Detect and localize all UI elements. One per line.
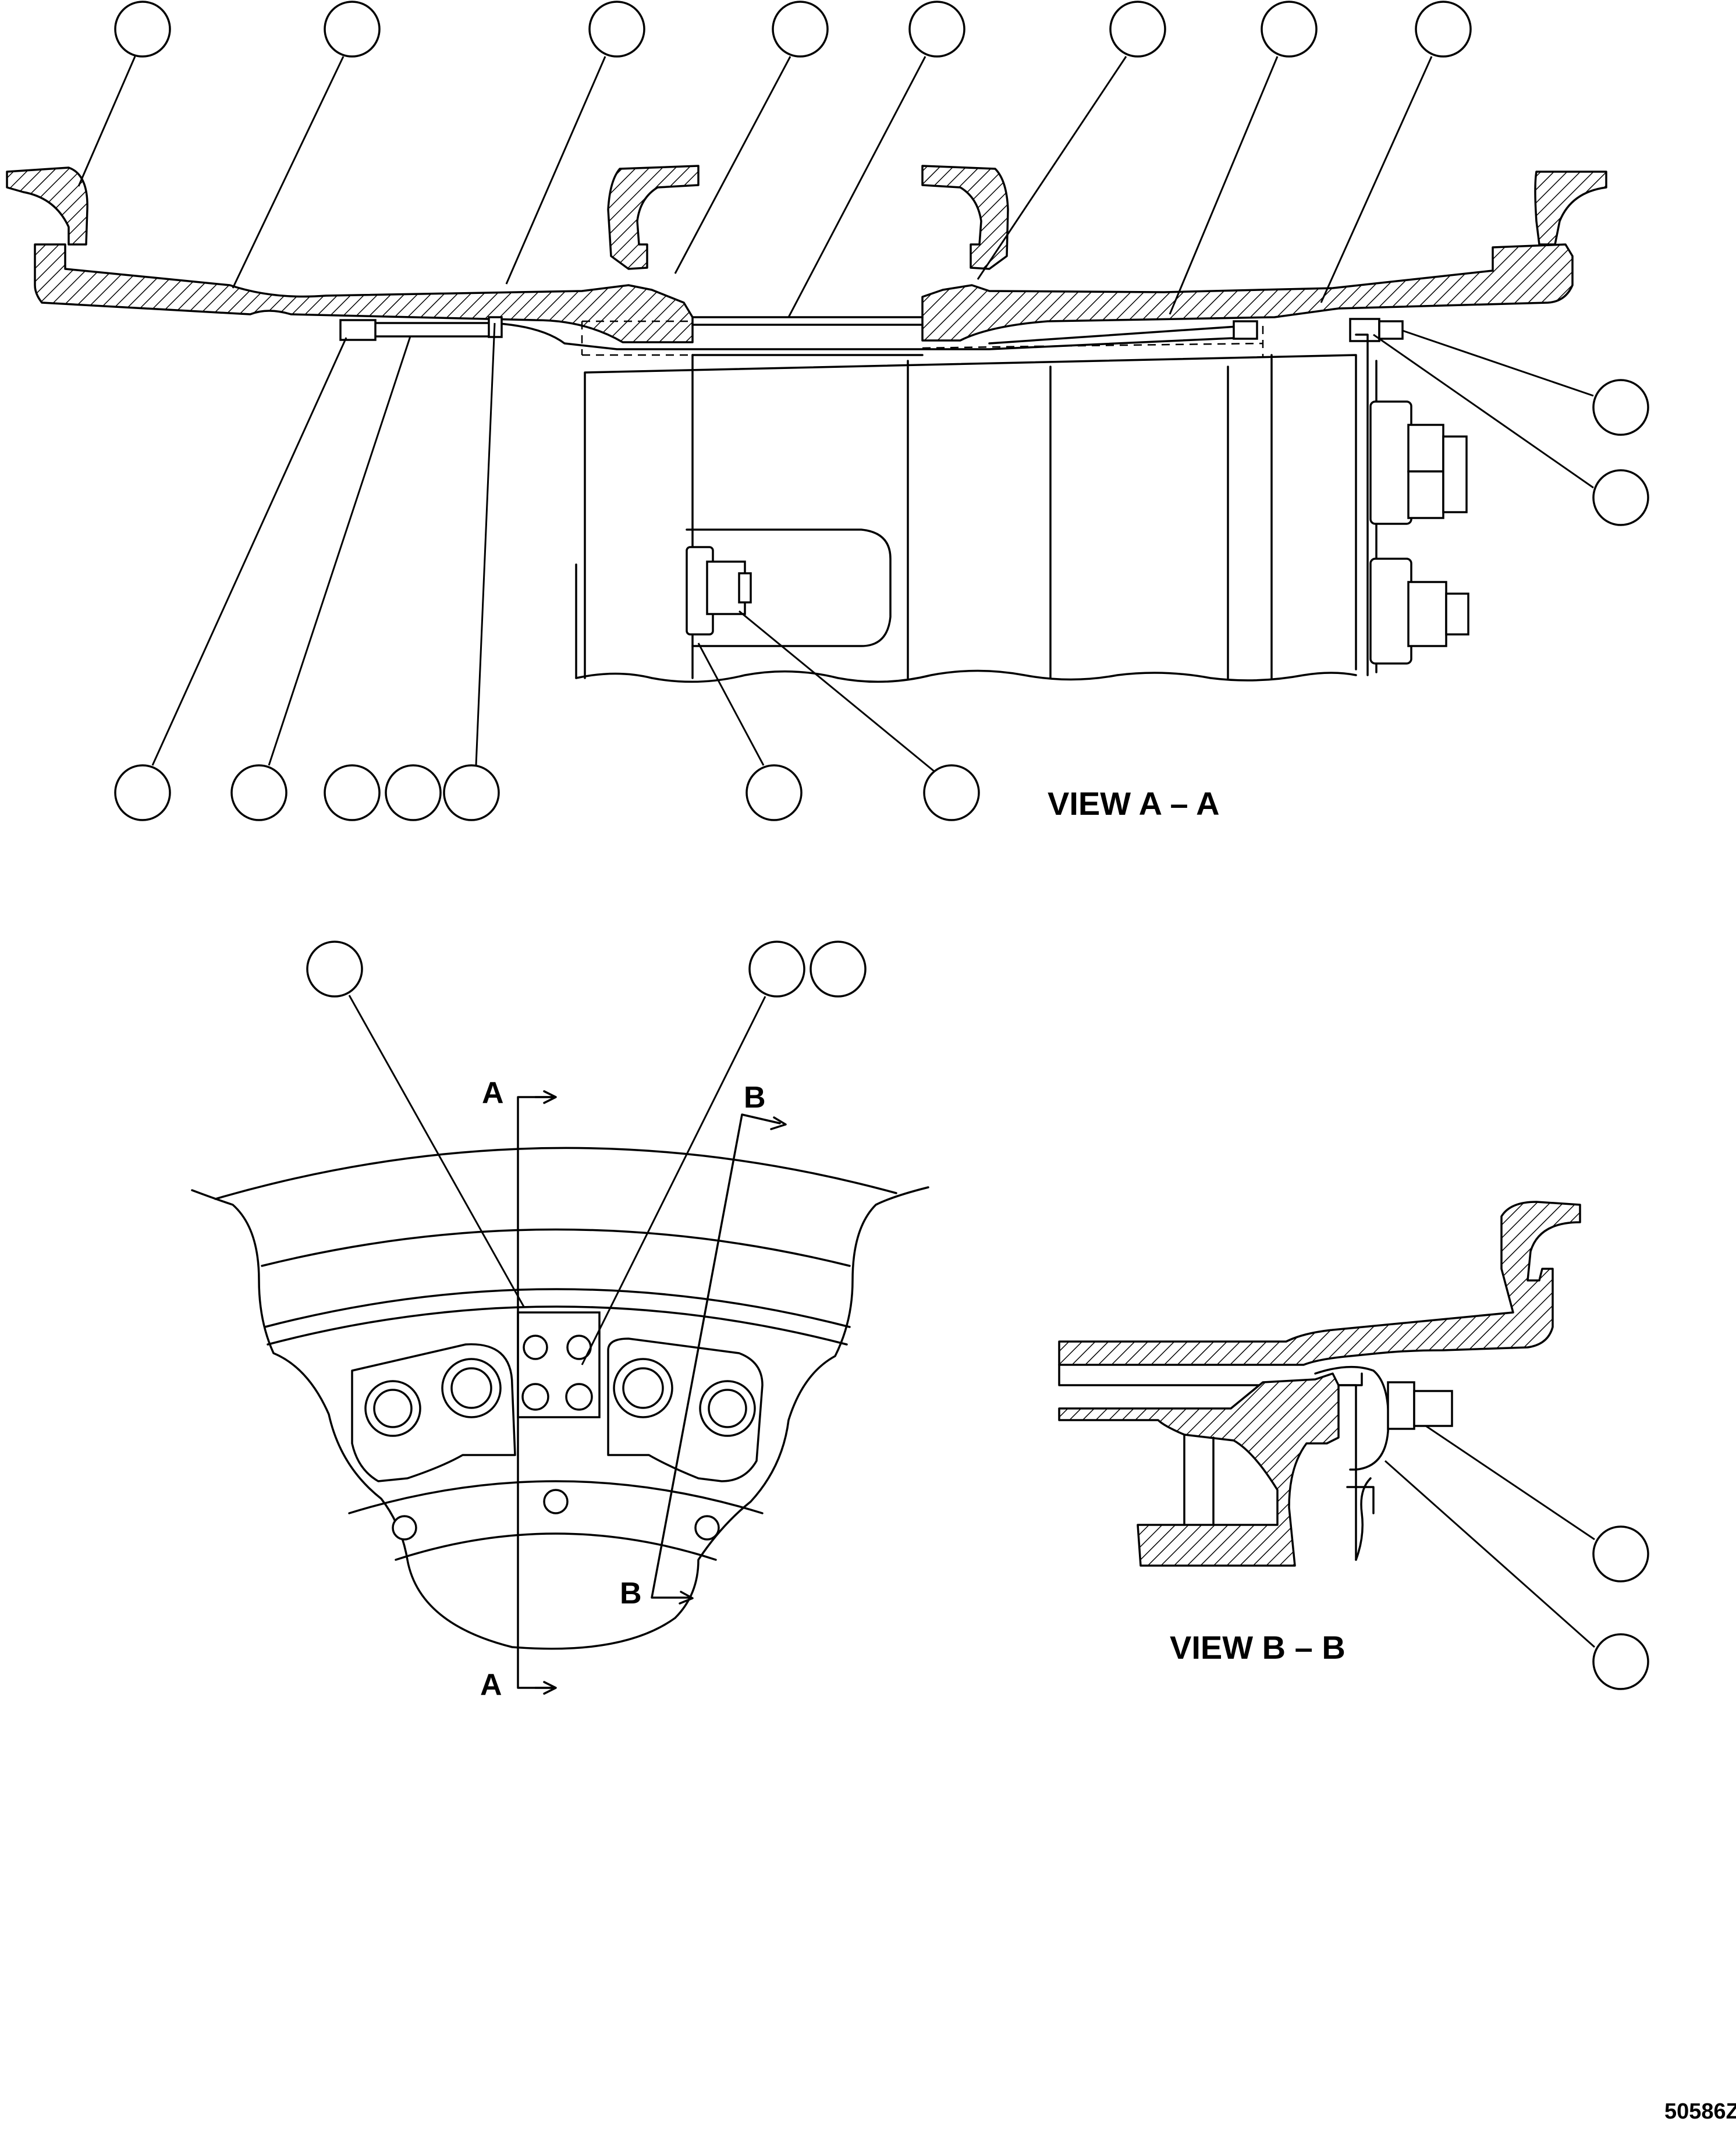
wheel-outer-contour <box>191 1186 929 1650</box>
rim-bolt <box>694 1515 720 1541</box>
item-balloon <box>588 1 645 58</box>
seal-right <box>1233 320 1258 340</box>
wheel-arc-1 <box>214 1147 897 1200</box>
adjuster-bolt-end <box>1442 435 1468 513</box>
nut-left <box>339 319 377 341</box>
section-mark-a-bottom: A <box>480 1668 502 1702</box>
item-balloon <box>1261 1 1318 58</box>
center-left-rim-flange <box>607 165 700 270</box>
right-wheel-rim <box>921 243 1574 342</box>
wheel-arc-3 <box>264 1288 851 1328</box>
aa-top-balloons <box>77 1 1472 318</box>
wheel-face-view: A A B B <box>191 941 929 1702</box>
brake-housing <box>575 354 1357 679</box>
bb-bolt-head <box>1387 1381 1415 1430</box>
bb-bracket <box>1314 1365 1390 1471</box>
wheel-arc-5 <box>348 1480 764 1514</box>
item-balloon <box>1592 1525 1649 1582</box>
item-balloon <box>1592 469 1649 526</box>
bb-brake-housing <box>1058 1372 1340 1567</box>
adjuster-bolt-2 <box>1407 470 1444 519</box>
section-b-arrow-top <box>770 1116 787 1130</box>
piston-2-inner <box>450 1367 492 1409</box>
item-balloon <box>385 764 442 821</box>
item-balloon <box>114 1 171 58</box>
rim-bolt <box>543 1489 569 1514</box>
tie-rod-right <box>988 325 1247 345</box>
wheel-arc-4 <box>267 1305 848 1346</box>
item-balloon <box>1592 379 1649 436</box>
section-mark-b-top: B <box>744 1081 766 1115</box>
torque-bar-slot <box>686 528 892 647</box>
leader-lines-face <box>348 995 766 1365</box>
housing-bottom-break <box>575 669 1357 683</box>
item-balloon <box>810 941 867 998</box>
item-balloon <box>324 1 381 58</box>
item-balloon <box>1415 1 1472 58</box>
fitting-bolt <box>523 1335 548 1360</box>
piston-1-inner <box>373 1389 413 1428</box>
wheel-arc-2 <box>261 1228 851 1267</box>
adjuster-housing-upper <box>1369 400 1412 525</box>
view-b-b-title: VIEW B – B <box>1170 1629 1346 1666</box>
fitting-bolt <box>565 1383 593 1411</box>
leader-lines-top <box>77 56 1433 318</box>
item-balloon <box>1109 1 1166 58</box>
item-balloon <box>748 941 805 998</box>
section-a-arrow-top <box>534 1090 557 1104</box>
item-balloon <box>324 764 381 821</box>
left-brake-pad <box>351 1343 516 1482</box>
section-mark-a-top: A <box>482 1076 504 1110</box>
rim-inner-line <box>691 316 924 356</box>
bb-housing-lines <box>1183 1384 1375 1561</box>
bb-break-line <box>1355 1477 1372 1561</box>
item-balloon <box>114 764 171 821</box>
wheel-arc-6 <box>395 1532 717 1561</box>
adjuster-housing-lower <box>1369 558 1412 665</box>
adjuster-bolt-1 <box>1407 424 1444 473</box>
item-balloon <box>745 764 803 821</box>
piston-4-inner <box>708 1389 747 1428</box>
view-a-a-title: VIEW A – A <box>1048 785 1220 822</box>
right-rim-flange <box>1534 171 1607 246</box>
item-balloon <box>306 941 363 998</box>
item-balloon <box>230 764 287 821</box>
item-balloon <box>1592 1633 1649 1690</box>
washer-right <box>1378 320 1404 340</box>
center-right-rim-flange <box>921 165 1009 270</box>
right-brake-pad <box>607 1337 764 1482</box>
nut-right <box>1349 318 1380 342</box>
left-wheel-rim <box>34 243 694 343</box>
bb-bolt-nut <box>1413 1390 1453 1427</box>
aa-side-balloons <box>1373 329 1649 526</box>
view-a-a-section <box>6 165 1607 683</box>
section-a-arrow-bottom <box>534 1681 557 1695</box>
item-balloon <box>443 764 500 821</box>
lower-bolt-end <box>1445 592 1469 636</box>
fitting-bolt <box>521 1383 549 1411</box>
figure-number: 50586Z <box>1664 2099 1736 2124</box>
leader-lines-bottom <box>151 322 935 772</box>
hidden-lines-left <box>581 320 693 356</box>
hidden-lines-right <box>922 326 1264 358</box>
section-b-line <box>651 1113 781 1599</box>
bolt-shank <box>738 572 752 604</box>
bb-rim-flange <box>1058 1201 1581 1366</box>
leader-lines-side <box>1373 329 1594 489</box>
item-balloon <box>923 764 980 821</box>
item-balloon <box>908 1 965 58</box>
rim-bolt <box>392 1515 417 1541</box>
lower-bolt <box>1407 581 1447 647</box>
leader-lines-bb <box>1384 1425 1595 1648</box>
item-balloon <box>772 1 829 58</box>
piston-3-inner <box>622 1367 664 1409</box>
view-b-b-section: VIEW B – B <box>1058 1201 1649 1690</box>
left-rim-flange <box>6 166 88 246</box>
aa-bottom-balloons: VIEW A – A <box>114 322 1220 822</box>
section-b-arrow-bottom <box>679 1591 694 1605</box>
section-mark-b-bottom: B <box>620 1577 642 1610</box>
